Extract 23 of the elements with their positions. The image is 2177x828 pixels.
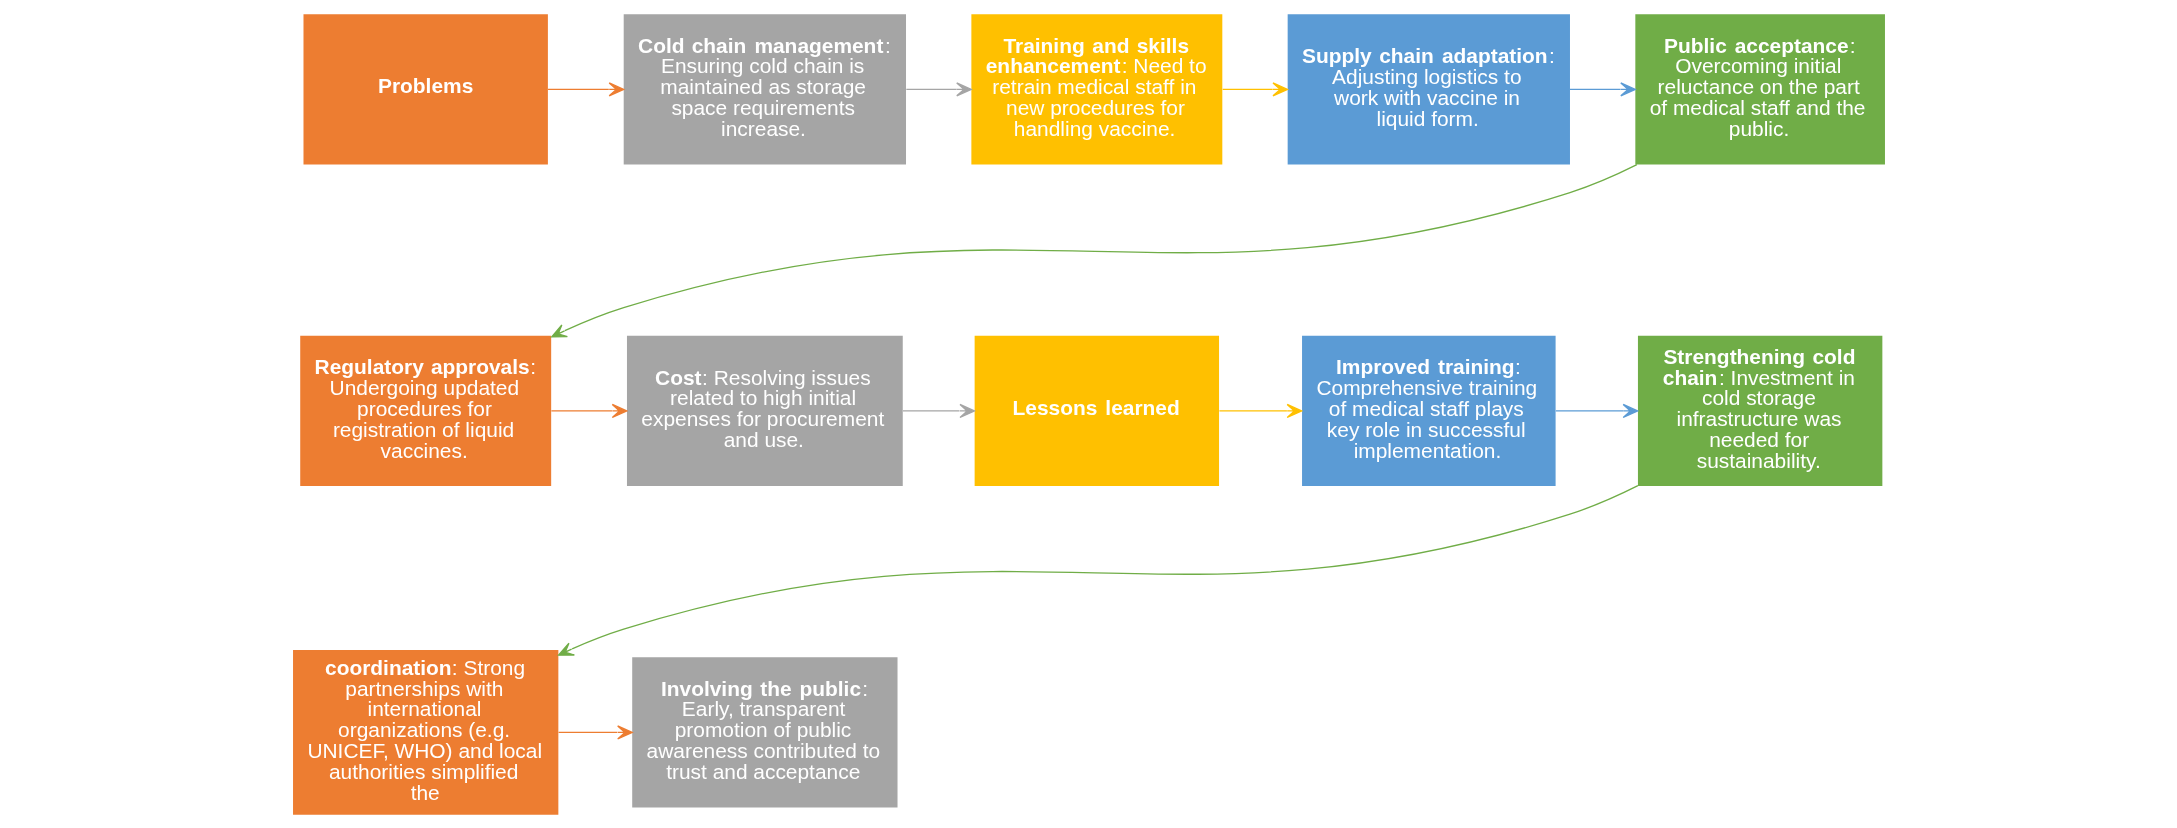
arrow	[1218, 403, 1302, 418]
node-box: Public acceptance: Overcoming initial reluctance on the part of medical staff and the public.	[1634, 13, 1885, 165]
node-box: Strengthening cold chain: Investment in cold storage infrastructure was needed for sustainability.	[1637, 335, 1882, 486]
arrow	[1568, 81, 1636, 96]
arrow	[546, 81, 624, 96]
arrow	[905, 81, 972, 96]
node-box: Supply chain adaptation: Adjusting logistics to work with vaccine in liquid form.	[1287, 13, 1570, 165]
node-box: Problems	[303, 13, 548, 165]
node-box: coordination: Strong partnerships with international organizations (e.g. UNICEF, WHO) and local authorities simplified the	[292, 649, 558, 815]
arrow	[1221, 81, 1288, 96]
arrow	[557, 484, 1639, 656]
arrow	[557, 724, 633, 740]
node-box: Cost: Resolving issues related to high initial expenses for procurement and use.	[626, 335, 903, 486]
arrow	[550, 403, 627, 418]
node-box: Training and skills enhancement: Need to retrain medical staff in new procedures for handling vaccine.	[970, 13, 1222, 165]
arrow	[550, 163, 1638, 338]
arrow	[901, 403, 975, 418]
node-box: Lessons learned	[974, 335, 1219, 486]
node-box: Regulatory approvals: Undergoing updated procedures for registration of liquid vaccines.	[299, 335, 551, 486]
node-box: Improved training: Comprehensive training of medical staff plays key role in successful implementation.	[1301, 335, 1556, 486]
node-box: Involving the public: Early, transparent promotion of public awareness contributed to trust and acceptance	[631, 656, 897, 808]
node-box: Cold chain management: Ensuring cold chain is maintained as storage space requirements increase.	[623, 13, 906, 165]
arrow	[1554, 403, 1638, 418]
